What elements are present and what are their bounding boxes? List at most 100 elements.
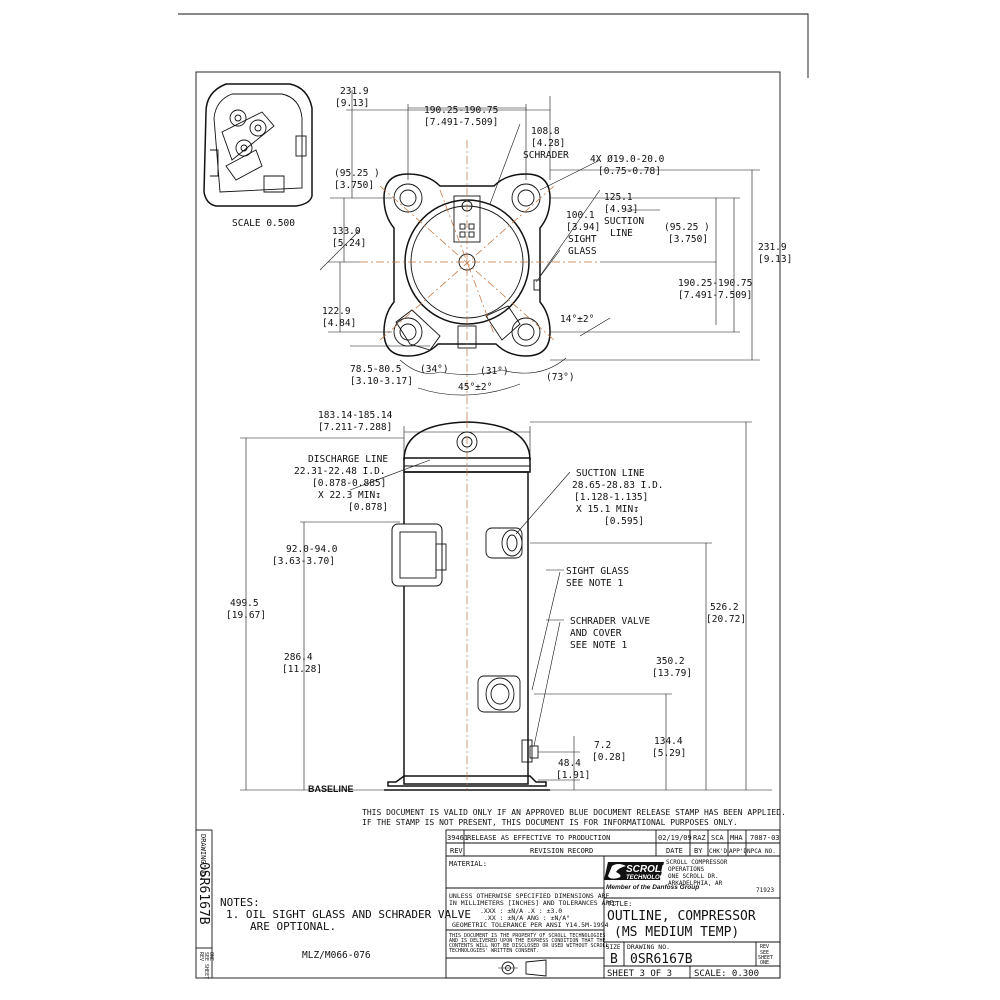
dim-122-9: 122.9 <box>322 306 351 317</box>
dim-34-deg: (34°) <box>420 364 449 375</box>
baseline-label: BASELINE <box>308 784 354 794</box>
dim-7-211: [7.211-7.288] <box>318 422 392 433</box>
rev-chk: SCA <box>711 834 724 842</box>
rev-header-by: BY <box>694 847 703 855</box>
dim-0-28: [0.28] <box>592 752 626 763</box>
schrader-label: SCHRADER <box>523 150 569 161</box>
dim-133-0: 133.0 <box>332 226 361 237</box>
logo-danfoss: Member of the Danfoss Group <box>606 884 699 891</box>
property-line-4: TECHNOLOGIES' WRITTEN CONSENT. <box>449 948 539 954</box>
discharge-id: 22.31-22.48 I.D. <box>294 466 386 477</box>
suction-min-inch: [0.595] <box>604 516 644 527</box>
discharge-min-inch: [0.878] <box>348 502 388 513</box>
sheet-number: SHEET 3 OF 3 <box>607 969 672 979</box>
rev-see: SEE <box>760 950 769 956</box>
glass-label-top: GLASS <box>568 246 597 257</box>
title-block <box>445 855 781 979</box>
dim-9-13-left: [9.13] <box>335 98 369 109</box>
dim-7-491-right: [7.491-7.509] <box>678 290 752 301</box>
tolerance-line-2: IN MILLIMETERS [INCHES] AND TOLERANCES A… <box>449 899 617 907</box>
size-label: SIZE <box>606 944 621 951</box>
address-line-2: OPERATIONS <box>668 866 705 873</box>
dim-183-14: 183.14-185.14 <box>318 410 393 421</box>
rev-label: REV <box>760 944 769 950</box>
discharge-line-label: DISCHARGE LINE <box>308 454 388 465</box>
tolerance-line-4: .XX : ±N/A ANG : ±N/A° <box>484 914 570 922</box>
dim-13-79: [13.79] <box>652 668 692 679</box>
outer-border <box>178 13 809 78</box>
side-drawing-tab <box>196 829 213 978</box>
dim-19-67: [19.67] <box>226 610 266 621</box>
suction-min: X 15.1 MIN↧ <box>576 504 639 515</box>
dim-4-84: [4.84] <box>322 318 356 329</box>
rev-header-npca: NPCA NO. <box>747 848 776 855</box>
side-view <box>384 420 550 791</box>
rev-app: MHA <box>730 834 743 842</box>
suction-id: 28.65-28.83 I.D. <box>572 480 664 491</box>
dim-20-72: [20.72] <box>706 614 746 625</box>
size-value: B <box>610 952 618 967</box>
notes-title: NOTES: <box>220 896 260 909</box>
rev-header-rev: REV <box>450 847 463 855</box>
dim-134-4: 134.4 <box>654 736 683 747</box>
material-label: MATERIAL: <box>449 860 487 868</box>
discharge-min: X 22.3 MIN↧ <box>318 490 381 501</box>
dim-499-5: 499.5 <box>230 598 259 609</box>
dim-31-deg: (31°) <box>480 366 509 377</box>
dim-95-25-left: (95.25 ) <box>334 168 380 179</box>
side-view-dimensions <box>240 421 772 791</box>
address-line-5: 71923 <box>756 887 774 894</box>
dim-3-63: [3.63-3.70] <box>272 556 335 567</box>
property-line-1: THIS DOCUMENT IS THE PROPERTY OF SCROLL … <box>449 933 606 939</box>
dim-95-25-right: (95.25 ) <box>664 222 710 233</box>
schrader-note: SEE NOTE 1 <box>570 640 627 651</box>
title-label: TITLE: <box>607 900 632 908</box>
rev-description: RELEASE AS EFFECTIVE TO PRODUCTION <box>467 834 610 842</box>
validity-line-2: IF THE STAMP IS NOT PRESENT, THIS DOCUME… <box>362 818 738 827</box>
property-line-2: AND IS DELIVERED UPON THE EXPRESS CONDIT… <box>449 938 606 944</box>
dim-11-28: [11.28] <box>282 664 322 675</box>
side-tab-label: DRAWING NO. <box>199 834 207 880</box>
rev-sheet: SHEET <box>758 955 773 961</box>
dim-231-9-right: 231.9 <box>758 242 787 253</box>
rev-one: ONE <box>760 960 769 966</box>
rev-ecn: 39461 <box>447 834 468 842</box>
validity-line-1: THIS DOCUMENT IS VALID ONLY IF AN APPROV… <box>362 808 786 817</box>
dim-526-2: 526.2 <box>710 602 739 613</box>
rev-header-app: APP'D <box>729 848 747 855</box>
suction-label-top: SUCTION <box>604 216 644 227</box>
suction-id-inch: [1.128-1.135] <box>574 492 648 503</box>
dim-190-25-right: 190.25-190.75 <box>678 278 752 289</box>
dim-73-deg: (73°) <box>546 372 575 383</box>
title-line-1: OUTLINE, COMPRESSOR <box>607 909 756 924</box>
dim-286-4: 286.4 <box>284 652 313 663</box>
tolerance-line-3: .XXX : ±N/A .X : ±3.0 <box>480 907 562 915</box>
rev-date: 02/19/09 <box>658 834 692 842</box>
schrader-valve-label: SCHRADER VALVE <box>570 616 650 627</box>
side-tab-drawing-number: 0SR6167B <box>196 862 211 925</box>
note-1-line-2: ARE OPTIONAL. <box>250 920 336 933</box>
dim-100-1: 100.1 <box>566 210 595 221</box>
tolerance-line-5: GEOMETRIC TOLERANCE PER ANSI Y14.5M-1994 <box>452 921 609 929</box>
dim-4-28: [4.28] <box>531 138 565 149</box>
drawing-number-label: DRAWING NO. <box>627 943 670 951</box>
dim-3-94: [3.94] <box>566 222 600 233</box>
side-tab-one: ONE <box>208 952 214 961</box>
detail-scale: SCALE 0.500 <box>232 218 295 229</box>
logo-technologies: TECHNOLOGIES <box>626 875 674 881</box>
side-tab-rev: REV <box>198 952 204 961</box>
dim-4-93: [4.93] <box>604 204 638 215</box>
inner-border <box>195 71 781 979</box>
dim-78-5: 78.5-80.5 <box>350 364 401 375</box>
dim-7-2: 7.2 <box>594 740 611 751</box>
property-line-3: CONTENTS WILL NOT BE DISCLOSED OR USED W… <box>449 943 609 949</box>
terminal-detail <box>203 83 313 207</box>
dim-5-29: [5.29] <box>652 748 686 759</box>
dim-4x-hole: 4X Ø19.0-20.0 <box>590 154 665 165</box>
top-view-dimensions <box>319 90 760 396</box>
rev-by: RAZ <box>693 834 706 842</box>
rev-header-record: REVISION RECORD <box>530 847 593 855</box>
note-1-line-1: 1. OIL SIGHT GLASS AND SCHRADER VALVE <box>226 908 471 921</box>
dim-3-750-right: [3.750] <box>668 234 708 245</box>
